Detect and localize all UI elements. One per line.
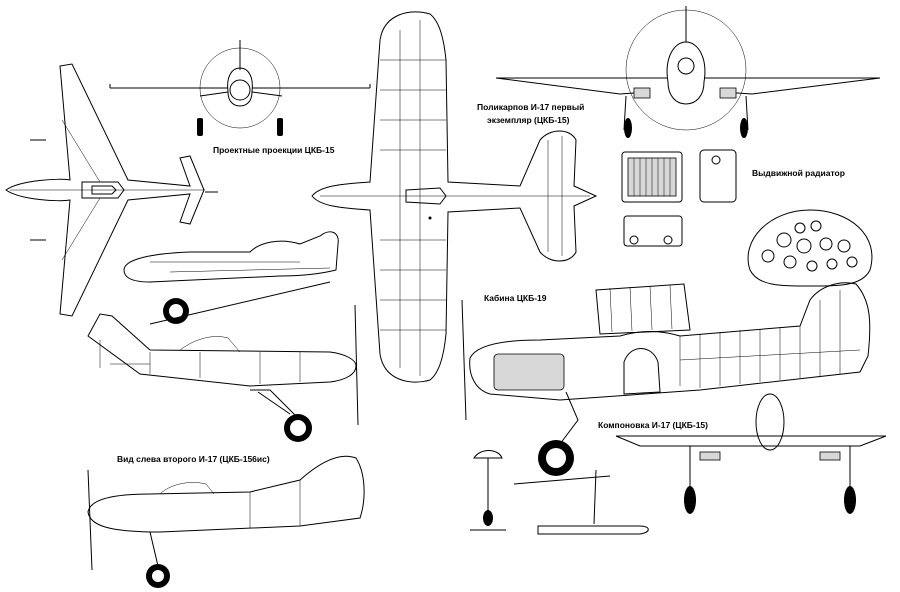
cutaway-layout-view — [461, 282, 871, 535]
label-project-views: Проектные проекции ЦКБ-15 — [213, 145, 335, 155]
side-view-first-i17 — [87, 304, 359, 442]
label-layout: Компоновка И-17 (ЦКБ-15) — [598, 420, 708, 430]
main-front-view — [495, 6, 881, 138]
project-side-view — [123, 231, 339, 325]
project-plan-view — [5, 63, 218, 317]
label-cockpit: Кабина ЦКБ-19 — [484, 293, 547, 303]
label-left-view: Вид слева второго И-17 (ЦКБ-156ис) — [117, 454, 270, 464]
label-radiator: Выдвижной радиатор — [752, 168, 845, 178]
instrument-panel — [747, 209, 873, 287]
tailwheel-detail — [470, 450, 506, 531]
rear-gear-view — [615, 393, 887, 514]
label-polikarpov-title-2: экземпляр (ЦКБ-15) — [487, 115, 570, 125]
radiator-details — [621, 149, 737, 247]
project-front-view — [109, 40, 371, 136]
cockpit-detail — [595, 283, 691, 335]
main-plan-view — [311, 11, 598, 383]
side-view-second-i17 — [87, 455, 365, 588]
label-polikarpov-title-1: Поликарпов И-17 первый — [477, 102, 585, 112]
